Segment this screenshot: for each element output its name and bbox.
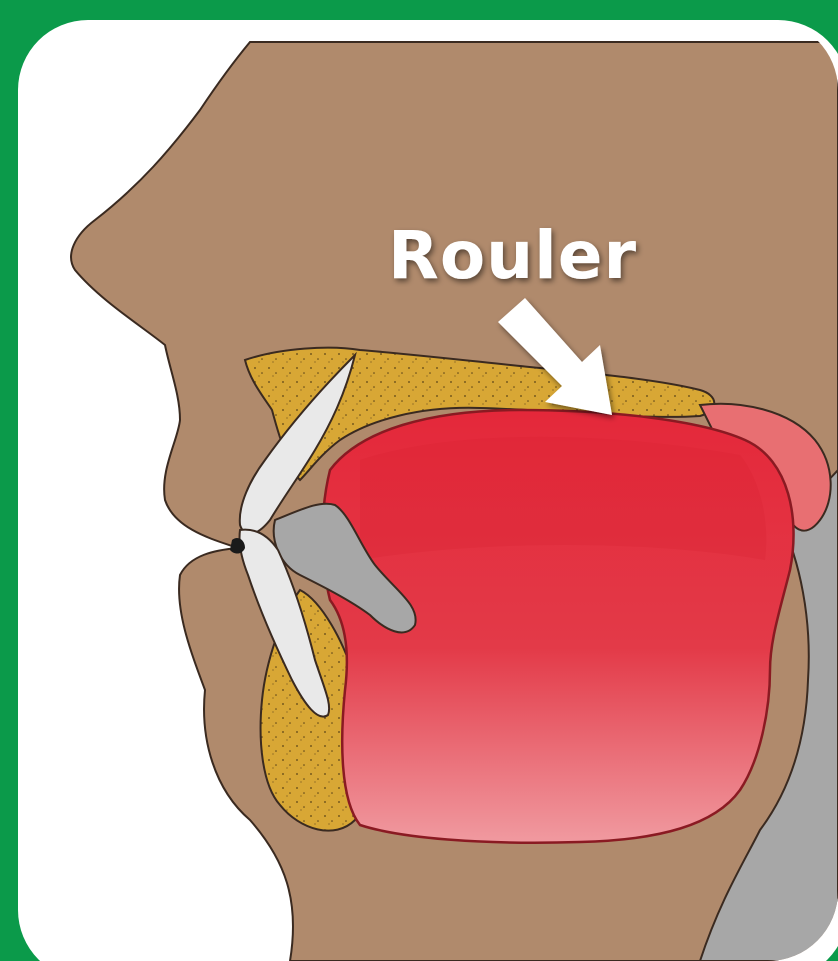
tongue-texture — [360, 437, 766, 560]
rouler-label: Rouler — [388, 217, 637, 294]
